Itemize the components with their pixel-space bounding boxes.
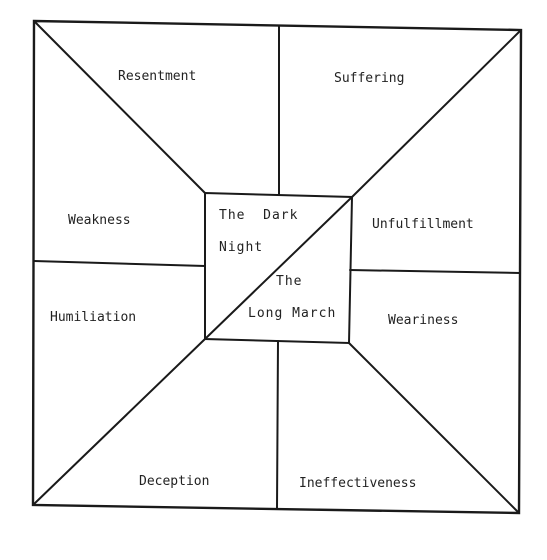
label-deception: Deception	[139, 474, 209, 489]
label-resentment: Resentment	[118, 69, 196, 84]
diagonal-bottom-right	[348, 342, 520, 514]
divider-left	[33, 260, 206, 267]
divider-right	[349, 269, 521, 274]
label-ineffectiveness: Ineffectiveness	[299, 476, 416, 491]
diagonal-bottom-left	[32, 338, 206, 506]
center-top-line1: The Dark	[219, 208, 298, 223]
label-suffering: Suffering	[334, 71, 404, 86]
label-humiliation: Humiliation	[50, 310, 136, 325]
center-bottom-line2: Long March	[248, 306, 336, 321]
label-weakness: Weakness	[68, 213, 131, 228]
label-weariness: Weariness	[388, 313, 458, 328]
divider-bottom	[276, 340, 279, 510]
diagonal-top-left	[33, 20, 206, 194]
diagonal-top-right	[351, 29, 522, 198]
center-diagonal	[204, 196, 353, 340]
center-bottom-line1: The	[276, 274, 302, 289]
label-unfulfillment: Unfulfillment	[372, 217, 474, 232]
center-top-line2: Night	[219, 240, 263, 255]
